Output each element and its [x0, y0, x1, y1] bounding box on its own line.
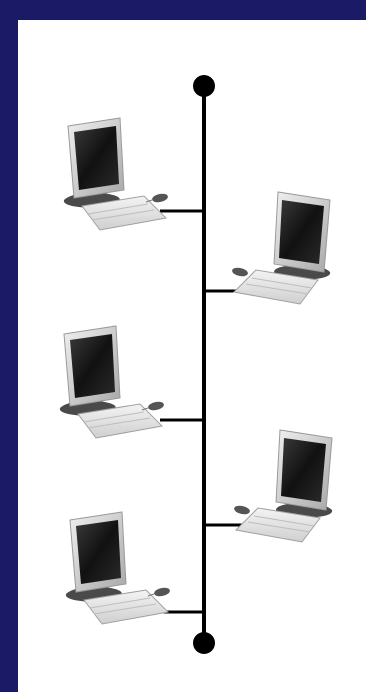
bottom-terminator	[193, 632, 215, 654]
top-terminator	[193, 75, 215, 97]
computer-icon	[60, 326, 165, 438]
computer-icon	[66, 512, 171, 624]
computer-icon	[233, 430, 332, 542]
computer-icon	[231, 192, 330, 304]
computer-icon	[64, 118, 169, 230]
